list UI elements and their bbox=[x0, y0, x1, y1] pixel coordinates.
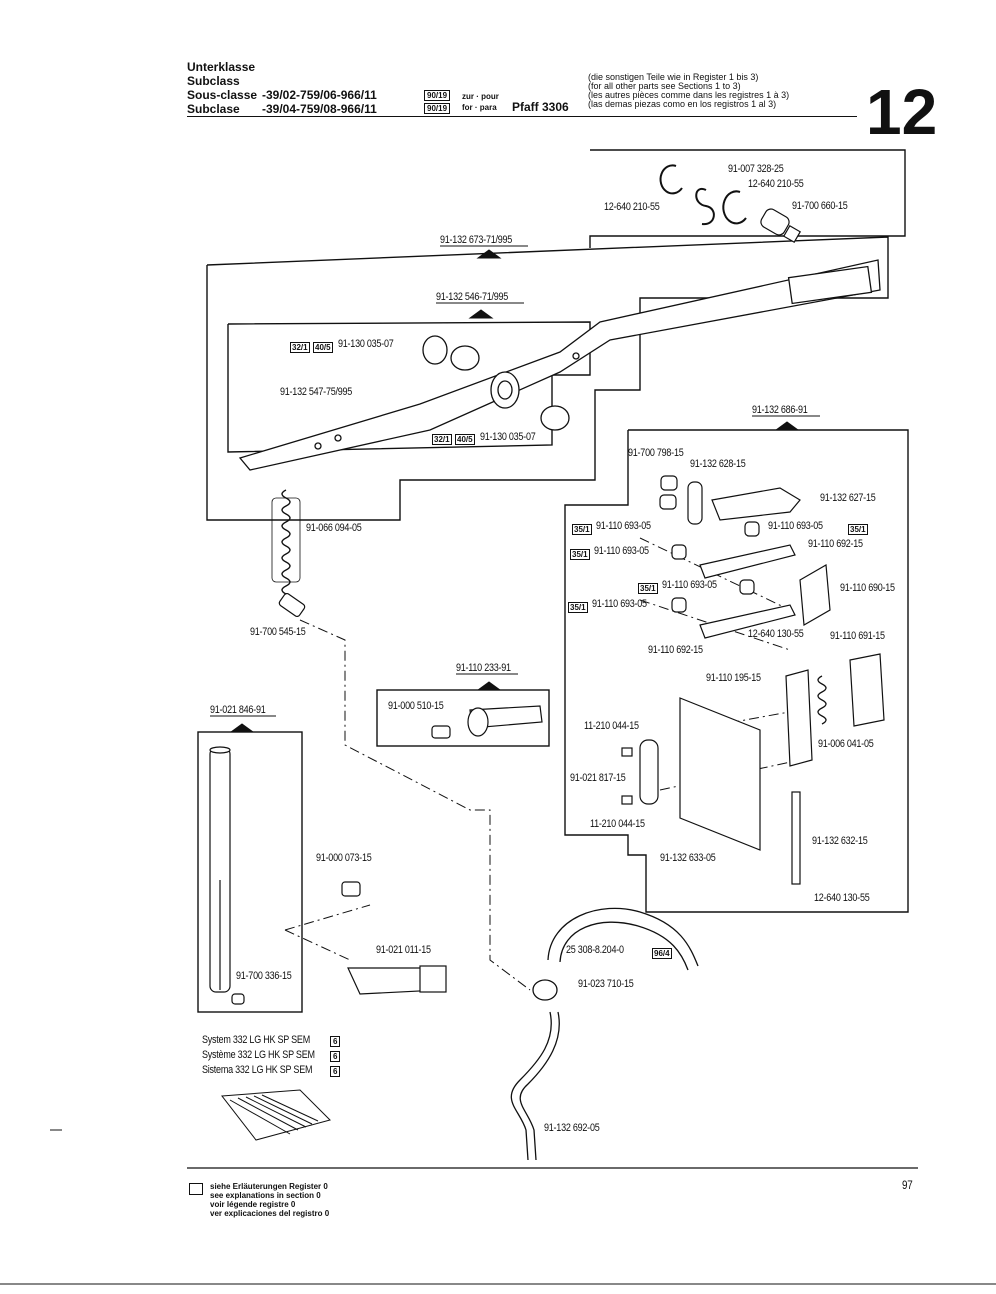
part-label-91-006-041-05: 91-006 041-05 bbox=[818, 738, 874, 750]
part-label-11-210-044-15-b: 11-210 044-15 bbox=[590, 818, 645, 830]
badge-90-19-b: 90/19 bbox=[424, 103, 451, 114]
part-label-91-132-686-91: 91-132 686-91 bbox=[752, 404, 808, 416]
subclass-label-de: Unterklasse bbox=[187, 60, 256, 74]
part-label-91-132-627-15: 91-132 627-15 bbox=[820, 492, 876, 504]
note-fr: (les autres pièces comme dans les regist… bbox=[588, 90, 790, 100]
badge-40-5-a: 40/5 bbox=[313, 342, 333, 353]
badge-40-5-b: 40/5 bbox=[455, 434, 475, 445]
frame-top bbox=[589, 149, 906, 248]
frame-right-assembly bbox=[564, 429, 909, 913]
badge-32-1-a: 32/1 bbox=[290, 342, 310, 353]
subclass-line-1: -39/02-759/06-966/11 bbox=[262, 88, 377, 102]
part-label-91-110-691-15: 91-110 691-15 bbox=[830, 630, 885, 642]
part-label-91-132-547-75-995: 91-132 547-75/995 bbox=[280, 386, 353, 398]
part-label-91-023-710-15: 91-023 710-15 bbox=[578, 978, 634, 990]
part-label-91-132-633-05: 91-132 633-05 bbox=[660, 852, 716, 864]
system-box-a: 6 bbox=[330, 1036, 341, 1047]
subclass-label-fr: Sous-classe bbox=[187, 88, 258, 102]
badge-35-1-b: 35/1 bbox=[848, 524, 868, 535]
part-label-91-007-328-25: 91-007 328-25 bbox=[728, 163, 784, 175]
part-label-91-132-632-15: 91-132 632-15 bbox=[812, 835, 868, 847]
part-label-91-132-546-71-995: 91-132 546-71/995 bbox=[436, 291, 509, 303]
part-label-91-110-693-05-e: 91-110 693-05 bbox=[592, 598, 647, 610]
badge-32-1-b: 32/1 bbox=[432, 434, 452, 445]
part-label-91-110-233-91: 91-110 233-91 bbox=[456, 662, 511, 674]
part-label-91-700-545-15: 91-700 545-15 bbox=[250, 626, 306, 638]
frame-arm bbox=[206, 236, 889, 521]
part-label-91-021-846-91: 91-021 846-91 bbox=[210, 704, 266, 716]
badge-35-1-e: 35/1 bbox=[568, 602, 588, 613]
part-label-91-066-094-05: 91-066 094-05 bbox=[306, 522, 362, 534]
part-label-12-640-130-55-a: 12-640 130-55 bbox=[748, 628, 804, 640]
note-es: (las demas piezas como en los registros … bbox=[588, 99, 777, 109]
legend-es: ver explicaciones del registro 0 bbox=[210, 1209, 330, 1218]
part-label-91-110-692-15-a: 91-110 692-15 bbox=[808, 538, 863, 550]
badge-96-4: 96/4 bbox=[652, 948, 672, 959]
page-number: 97 bbox=[902, 1178, 913, 1192]
part-label-91-110-690-15: 91-110 690-15 bbox=[840, 582, 895, 594]
legend-en: see explanations in section 0 bbox=[210, 1191, 321, 1200]
for-para-label: for · para bbox=[462, 103, 497, 112]
part-label-91-700-798-15: 91-700 798-15 bbox=[628, 447, 684, 459]
subclass-line-2: -39/04-759/08-966/11 bbox=[262, 102, 377, 116]
part-label-91-000-073-15: 91-000 073-15 bbox=[316, 852, 372, 864]
part-label-91-110-693-05-a: 91-110 693-05 bbox=[596, 520, 651, 532]
part-label-91-110-693-05-c: 91-110 693-05 bbox=[594, 545, 649, 557]
part-label-91-110-693-05-b: 91-110 693-05 bbox=[768, 520, 823, 532]
note-de: (die sonstigen Teile wie in Register 1 b… bbox=[588, 72, 759, 82]
section-number: 12 bbox=[866, 76, 938, 148]
badge-35-1-d: 35/1 bbox=[638, 583, 658, 594]
system-box-b: 6 bbox=[330, 1051, 341, 1062]
part-label-91-110-195-15: 91-110 195-15 bbox=[706, 672, 761, 684]
subclass-label-es: Subclase bbox=[187, 102, 240, 116]
part-label-91-700-660-15: 91-700 660-15 bbox=[792, 200, 848, 212]
part-label-91-021-817-15: 91-021 817-15 bbox=[570, 772, 626, 784]
part-label-12-640-210-55-a: 12-640 210-55 bbox=[748, 178, 804, 190]
system-box-c: 6 bbox=[330, 1066, 341, 1077]
part-label-91-132-692-05: 91-132 692-05 bbox=[544, 1122, 600, 1134]
part-label-12-640-210-55-b: 12-640 210-55 bbox=[604, 201, 660, 213]
badge-35-1-c: 35/1 bbox=[570, 549, 590, 560]
part-label-91-000-510-15: 91-000 510-15 bbox=[388, 700, 444, 712]
part-label-12-640-130-55-b: 12-640 130-55 bbox=[814, 892, 870, 904]
part-label-91-130-035-07-b: 91-130 035-07 bbox=[480, 431, 536, 443]
system-line-fr: Système 332 LG HK SP SEM bbox=[202, 1049, 315, 1061]
legend-box-icon bbox=[189, 1183, 203, 1195]
system-line-es: Sistema 332 LG HK SP SEM bbox=[202, 1064, 313, 1076]
header-rule bbox=[187, 116, 857, 117]
part-label-91-021-011-15: 91-021 011-15 bbox=[376, 944, 431, 956]
subclass-label-en: Subclass bbox=[187, 74, 240, 88]
part-label-11-210-044-15-a: 11-210 044-15 bbox=[584, 720, 639, 732]
zur-pour-label: zur · pour bbox=[462, 92, 499, 101]
frame-small-box bbox=[376, 689, 550, 747]
legend-fr: voir légende registre 0 bbox=[210, 1200, 296, 1209]
part-label-25-308-8-204-0: 25 308-8.204-0 bbox=[566, 944, 624, 956]
model-name: Pfaff 3306 bbox=[512, 100, 569, 114]
part-label-91-110-692-15-b: 91-110 692-15 bbox=[648, 644, 703, 656]
legend-de: siehe Erläuterungen Register 0 bbox=[210, 1182, 328, 1191]
part-label-91-700-336-15: 91-700 336-15 bbox=[236, 970, 292, 982]
part-label-91-130-035-07-a: 91-130 035-07 bbox=[338, 338, 394, 350]
note-en: (for all other parts see Sections 1 to 3… bbox=[588, 81, 741, 91]
badge-90-19-a: 90/19 bbox=[424, 90, 451, 101]
part-label-91-110-693-05-d: 91-110 693-05 bbox=[662, 579, 717, 591]
system-line-de: System 332 LG HK SP SEM bbox=[202, 1034, 310, 1046]
badge-35-1-a: 35/1 bbox=[572, 524, 592, 535]
part-label-91-132-628-15: 91-132 628-15 bbox=[690, 458, 746, 470]
part-label-91-132-673-71-995: 91-132 673-71/995 bbox=[440, 234, 513, 246]
